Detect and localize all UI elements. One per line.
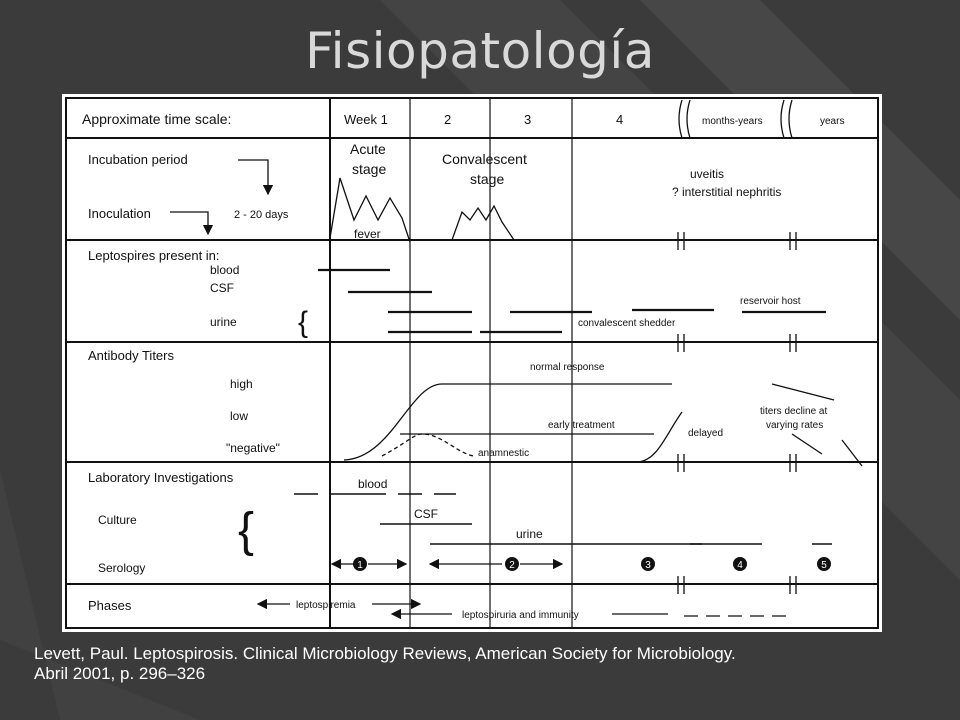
- normal-response-label: normal response: [530, 362, 605, 373]
- pathophysiology-figure: Approximate time scale: Incubation perio…: [62, 94, 882, 632]
- titer-low: low: [230, 409, 248, 423]
- leptospiruria-label: leptospiruria and immunity: [462, 610, 579, 621]
- time-week-4: 4: [616, 112, 623, 127]
- normal-response-curve: [343, 383, 672, 461]
- decline-label-line2: varying rates: [766, 420, 823, 431]
- convalescent-stage-line1: Convalescent: [442, 151, 527, 167]
- decline-line-1: [771, 383, 835, 401]
- acute-stage-line2: stage: [352, 161, 386, 177]
- lab-csf-label: CSF: [414, 507, 438, 521]
- time-break-marks: [678, 99, 793, 139]
- titer-high: high: [230, 377, 253, 391]
- row-label-time-scale: Approximate time scale:: [82, 111, 231, 127]
- citation-line-2: Abril 2001, p. 296–326: [34, 664, 206, 683]
- row-label-inoculation: Inoculation: [88, 206, 151, 221]
- incubation-days: 2 - 20 days: [234, 209, 289, 221]
- time-week-2: 2: [444, 112, 451, 127]
- lab-urine-label: urine: [516, 527, 543, 541]
- step-5: 5: [821, 560, 827, 571]
- convalescent-shedder-label: convalescent shedder: [578, 318, 676, 329]
- late-nephritis: ? interstitial nephritis: [672, 185, 781, 199]
- lab-culture-label: Culture: [98, 513, 137, 527]
- leptospires-urine-label: urine: [210, 315, 237, 329]
- reservoir-host-label: reservoir host: [740, 296, 801, 307]
- step-3: 3: [645, 560, 651, 571]
- phase-arrows: [256, 598, 790, 620]
- convalescent-fever-curve: [451, 204, 515, 241]
- urine-brace: {: [298, 306, 308, 339]
- delayed-label: delayed: [688, 428, 723, 439]
- titer-negative: "negative": [226, 441, 280, 455]
- step-2: 2: [509, 560, 515, 571]
- anamnestic-curve: [381, 433, 475, 457]
- leptospiremia-label: leptospiremia: [296, 600, 356, 611]
- row-label-antibody: Antibody Titers: [88, 348, 174, 363]
- time-week-3: 3: [524, 112, 531, 127]
- fever-label: fever: [354, 227, 381, 241]
- citation-caption: Levett, Paul. Leptospirosis. Clinical Mi…: [34, 644, 934, 684]
- lab-blood-label: blood: [358, 477, 387, 491]
- time-years: years: [820, 116, 844, 127]
- fever-curve: [329, 177, 411, 243]
- lab-culture-lines: [294, 493, 832, 545]
- row-label-phases: Phases: [88, 598, 132, 613]
- step-1: 1: [357, 560, 363, 571]
- timeline-diagram: Approximate time scale: Incubation perio…: [65, 97, 879, 629]
- delayed-curve: [637, 411, 683, 463]
- anamnestic-label: anamnestic: [478, 448, 529, 459]
- leptospires-bars: [318, 268, 826, 334]
- row-label-leptospires: Leptospires present in:: [88, 248, 220, 263]
- late-uveitis: uveitis: [690, 167, 724, 181]
- lab-serology-label: Serology: [98, 561, 145, 575]
- axis-break-marks: [572, 232, 797, 594]
- decline-line-2: [791, 433, 823, 455]
- citation-line-1: Levett, Paul. Leptospirosis. Clinical Mi…: [34, 644, 736, 663]
- culture-brace: {: [238, 504, 254, 557]
- early-treatment-label: early treatment: [548, 420, 615, 431]
- serology-steps: 1 2 3 4 5: [353, 557, 831, 571]
- decline-label-line1: titers decline at: [760, 406, 827, 417]
- table-grid: [65, 97, 879, 629]
- leptospires-csf-label: CSF: [210, 281, 234, 295]
- row-label-laboratory: Laboratory Investigations: [88, 470, 234, 485]
- time-week-1: Week 1: [344, 112, 388, 127]
- row-label-incubation: Incubation period: [88, 152, 188, 167]
- time-months-years: months-years: [702, 116, 763, 127]
- leptospires-blood-label: blood: [210, 263, 239, 277]
- acute-stage-line1: Acute: [350, 141, 386, 157]
- decline-line-3: [841, 439, 863, 467]
- convalescent-stage-line2: stage: [470, 171, 504, 187]
- slide-title: Fisiopatología: [305, 22, 655, 80]
- step-4: 4: [737, 560, 743, 571]
